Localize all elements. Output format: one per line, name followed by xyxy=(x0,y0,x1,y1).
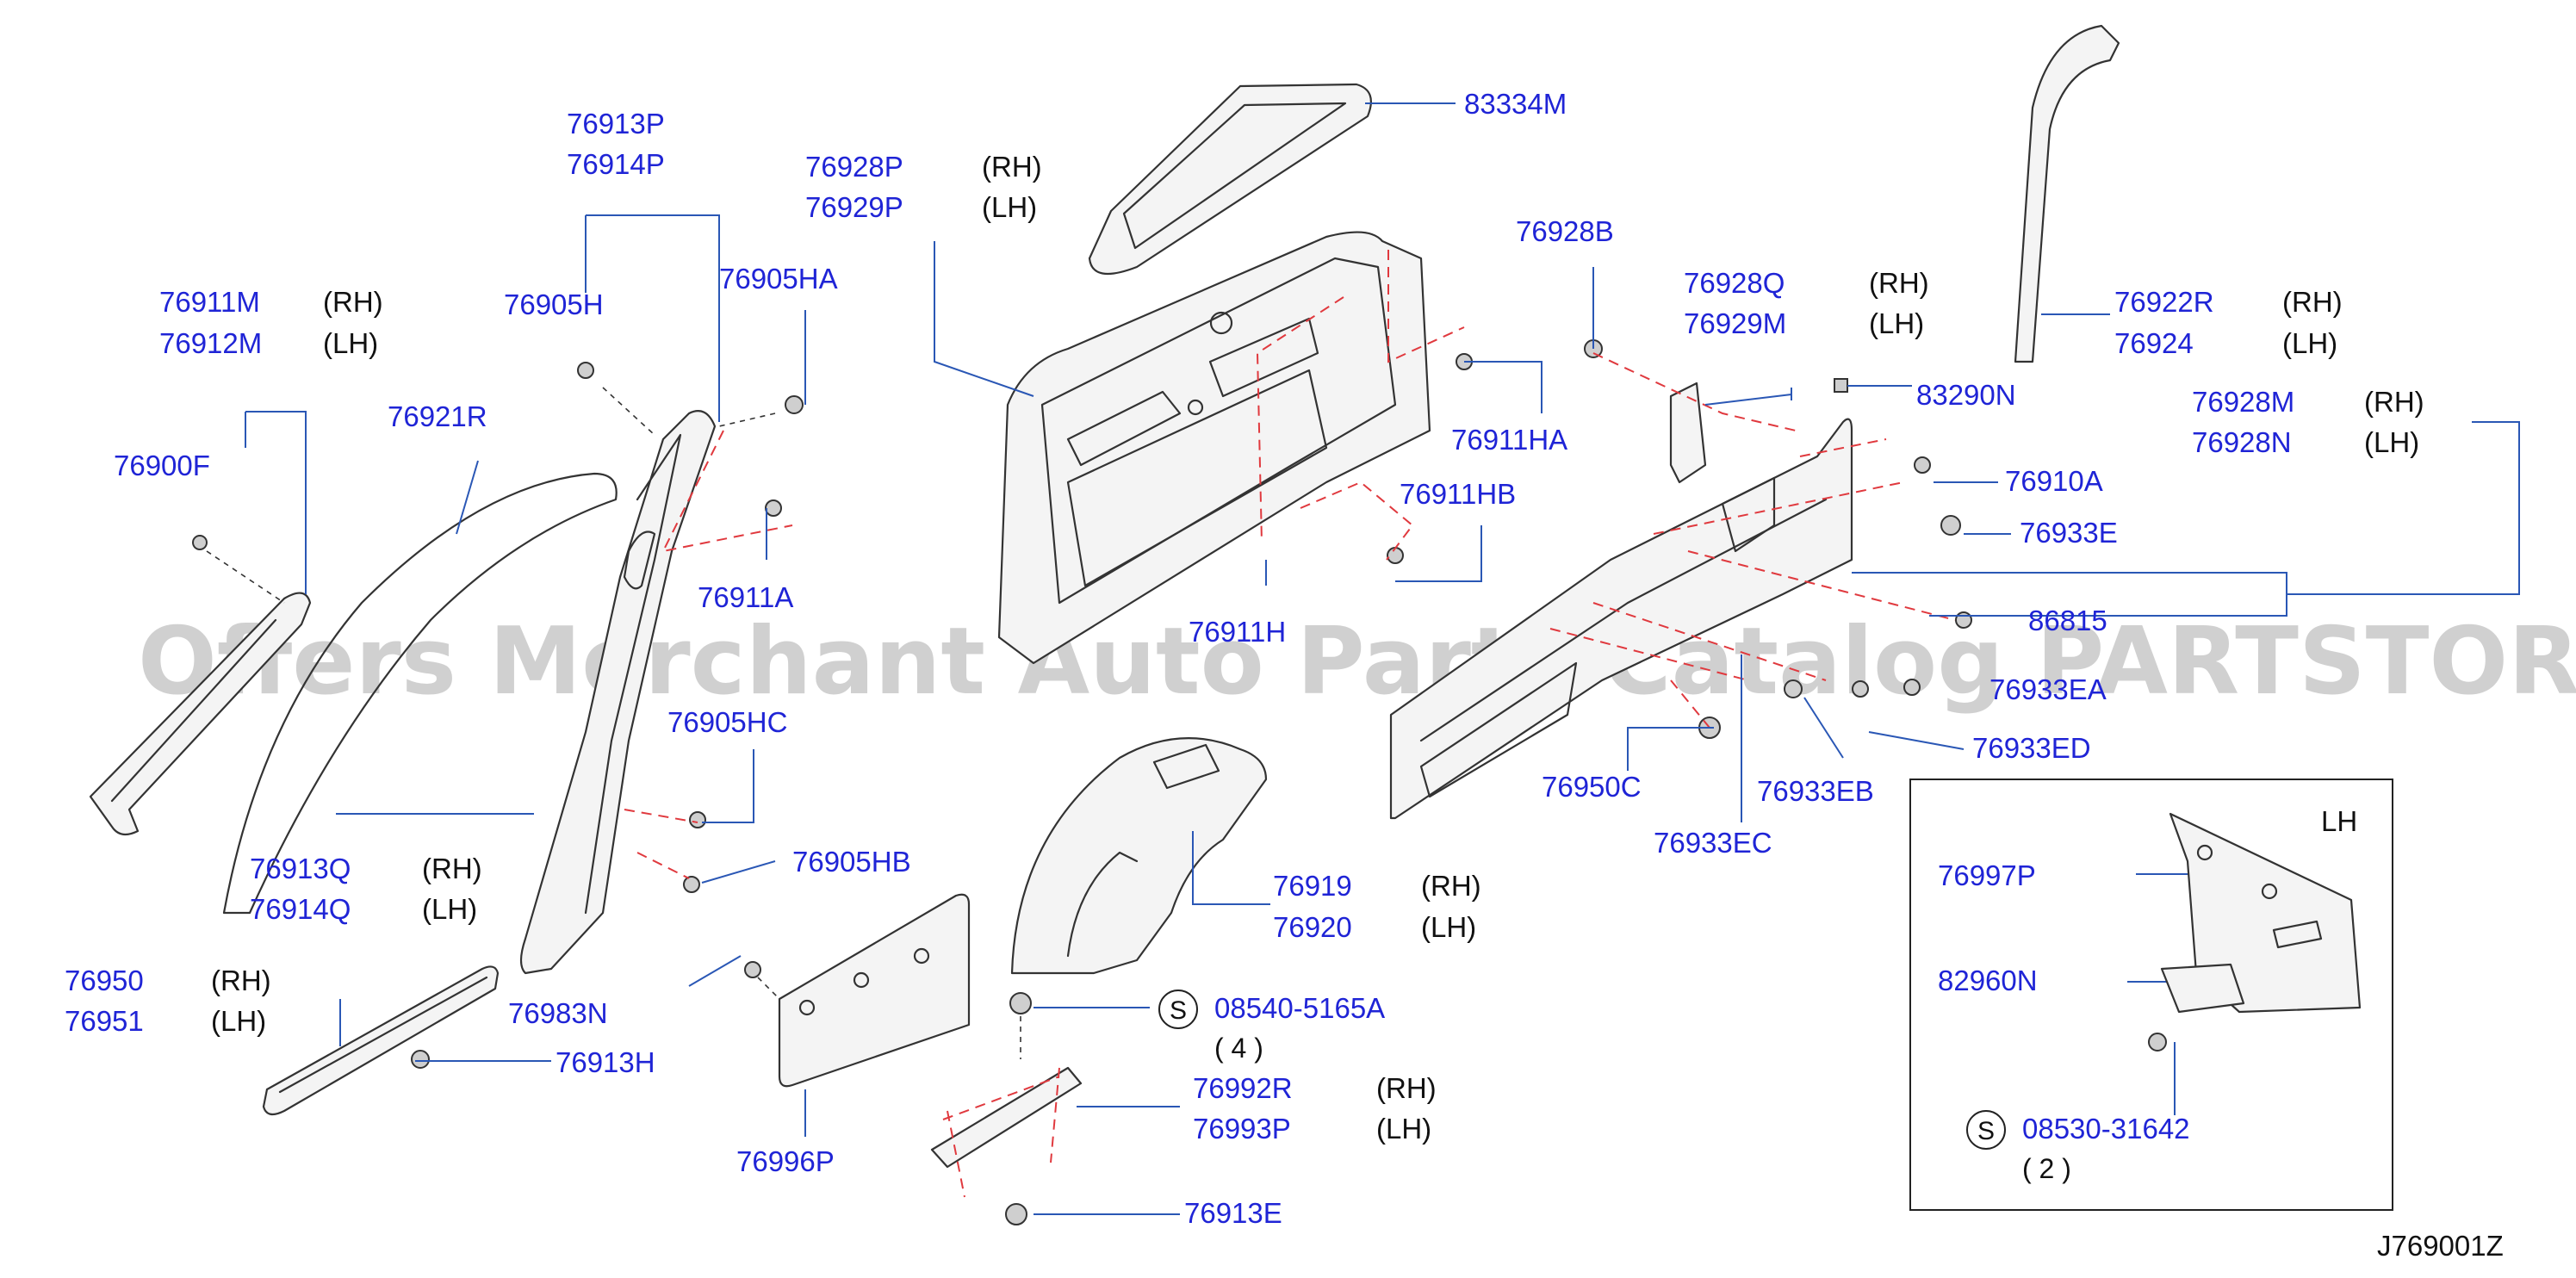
label-76928n: 76928N xyxy=(2192,426,2292,458)
label-76933ea: 76933EA xyxy=(1989,673,2107,705)
label-76914p: 76914P xyxy=(567,148,665,180)
label-76911a: 76911A xyxy=(698,581,793,613)
inset-side-label: LH xyxy=(2321,805,2357,837)
side-76922r: (RH) xyxy=(2282,286,2343,318)
assembly-dashes-black xyxy=(206,387,1021,1059)
side-76951: (LH) xyxy=(211,1005,266,1037)
label-76905hb: 76905HB xyxy=(792,846,911,878)
side-76924: (LH) xyxy=(2282,327,2337,359)
part-76950-kick-plate xyxy=(262,965,500,1116)
label-76992r: 76992R xyxy=(1193,1072,1293,1104)
side-76912m: (LH) xyxy=(323,327,378,359)
label-76983n: 76983N xyxy=(508,997,608,1029)
side-76919: (RH) xyxy=(1421,870,1481,902)
side-76928p: (RH) xyxy=(982,151,1042,183)
label-86815: 86815 xyxy=(2028,605,2107,636)
label-76900f: 76900F xyxy=(114,450,210,481)
label-83290n: 83290N xyxy=(1916,379,2016,411)
label-82960n: 82960N xyxy=(1938,965,2038,996)
part-76996p-lower-panel xyxy=(778,893,971,1088)
label-76913q: 76913Q xyxy=(250,853,351,884)
side-76911m: (RH) xyxy=(323,286,383,318)
side-76929m: (LH) xyxy=(1869,307,1924,339)
label-76993p: 76993P xyxy=(1193,1113,1291,1145)
label-76911m: 76911M xyxy=(159,286,260,318)
label-76996p: 76996P xyxy=(736,1145,835,1177)
label-76913h: 76913H xyxy=(556,1046,655,1078)
label-76911h: 76911H xyxy=(1189,616,1286,648)
watermark-text: Offers Merchant Auto Parts Catalog PARTS… xyxy=(138,608,2576,716)
label-76919: 76919 xyxy=(1273,870,1352,902)
label-76905hc: 76905HC xyxy=(667,706,787,738)
label-08530-31642: 08530-31642 xyxy=(2022,1113,2190,1145)
label-76933e: 76933E xyxy=(2020,517,2118,549)
side-76920: (LH) xyxy=(1421,911,1476,943)
side-76992r: (RH) xyxy=(1376,1072,1437,1104)
label-76997p: 76997P xyxy=(1938,859,2036,891)
part-83334m-window-seal xyxy=(1088,83,1372,276)
label-08540-5165a: 08540-5165A xyxy=(1214,992,1385,1024)
label-76921r: 76921R xyxy=(388,400,487,432)
inset-lh-detail: LH xyxy=(1909,779,2393,1211)
callout-labels: 83334M 76928P (RH) 76929P (LH) 76913P 76… xyxy=(65,88,2504,1262)
side-76928n: (LH) xyxy=(2364,426,2419,458)
side-76928m: (RH) xyxy=(2364,386,2424,418)
parts-artwork xyxy=(89,24,2120,1225)
label-76913p: 76913P xyxy=(567,108,665,140)
label-76933eb: 76933EB xyxy=(1757,775,1874,807)
label-76912m: 76912M xyxy=(159,327,262,359)
label-76928q: 76928Q xyxy=(1684,267,1785,299)
label-76913e: 76913E xyxy=(1184,1197,1282,1229)
label-76905h: 76905H xyxy=(504,288,604,320)
part-76992r-step-plate xyxy=(930,1066,1083,1169)
part-76922r-pillar-strip xyxy=(2014,24,2120,363)
side-76929p: (LH) xyxy=(982,191,1037,223)
label-76929m: 76929M xyxy=(1684,307,1786,339)
part-83290n-clip xyxy=(1834,378,1848,393)
label-76911ha: 76911HA xyxy=(1451,424,1567,456)
part-76921r-weatherstrip xyxy=(222,472,618,915)
part-76919-wheelhouse-trim xyxy=(1010,737,1268,975)
qty-08530-31642: ( 2 ) xyxy=(2022,1153,2071,1184)
callout-leaders xyxy=(245,102,2520,1215)
label-76929p: 76929P xyxy=(805,191,903,223)
part-76911m-front-pillar-trim xyxy=(89,592,312,836)
symbol-s-08530 xyxy=(1966,1110,2006,1150)
label-76928p: 76928P xyxy=(805,151,903,183)
symbol-s-08530-text: S xyxy=(1977,1117,1995,1145)
side-76914q: (LH) xyxy=(422,893,477,925)
part-76928p-upper-quarter-trim xyxy=(997,231,1431,665)
label-76920: 76920 xyxy=(1273,911,1352,943)
label-76951: 76951 xyxy=(65,1005,144,1037)
side-76928q: (RH) xyxy=(1869,267,1929,299)
diagram-code: J769001Z xyxy=(2377,1230,2504,1262)
part-76913p-center-pillar-trim xyxy=(519,410,717,975)
part-76928q-filler xyxy=(1669,382,1707,484)
label-76922r: 76922R xyxy=(2114,286,2214,318)
side-76993p: (LH) xyxy=(1376,1113,1431,1145)
label-76928b: 76928B xyxy=(1516,215,1614,247)
label-76950c: 76950C xyxy=(1542,771,1642,803)
part-76928m-rear-side-trim xyxy=(1389,418,1853,820)
label-76910a: 76910A xyxy=(2005,465,2103,497)
label-83334m: 83334M xyxy=(1464,88,1567,120)
qty-08540-5165a: ( 4 ) xyxy=(1214,1033,1263,1064)
label-76928m: 76928M xyxy=(2192,386,2294,418)
label-76933ed: 76933ED xyxy=(1972,732,2091,764)
assembly-dashes xyxy=(624,250,1956,1198)
symbol-s-08540-text: S xyxy=(1170,996,1187,1025)
label-76914q: 76914Q xyxy=(250,893,351,925)
label-76950: 76950 xyxy=(65,965,144,996)
side-76950: (RH) xyxy=(211,965,271,996)
symbol-s-08540 xyxy=(1158,990,1198,1029)
label-76924: 76924 xyxy=(2114,327,2194,359)
label-76905ha: 76905HA xyxy=(719,263,838,295)
label-76911hb: 76911HB xyxy=(1400,478,1516,510)
side-76913q: (RH) xyxy=(422,853,482,884)
label-76933ec: 76933EC xyxy=(1654,827,1772,859)
